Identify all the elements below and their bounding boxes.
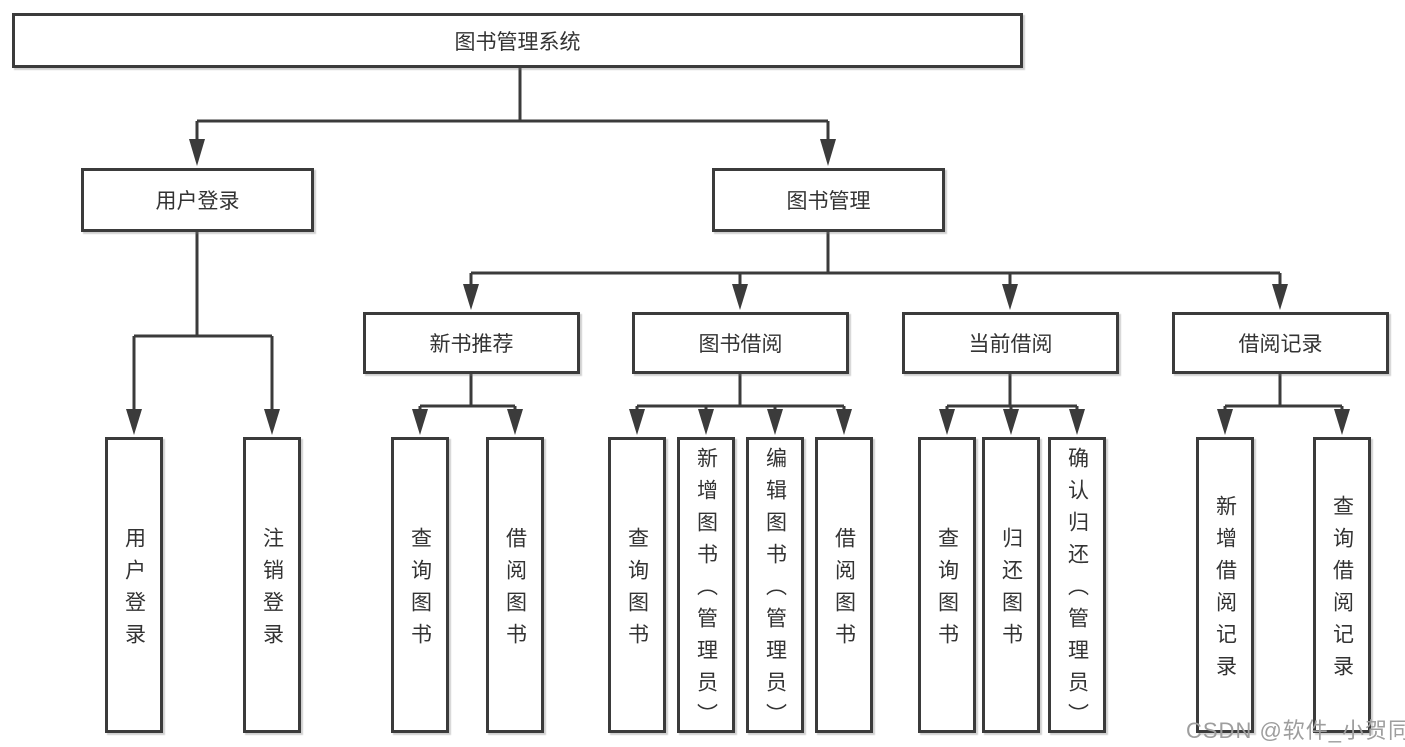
leaf-query-borrow-record: 查询借阅记录: [1313, 437, 1371, 733]
leaf-add-borrow-record: 新增借阅记录: [1196, 437, 1254, 733]
node-label: 图书借阅: [698, 333, 783, 356]
connector-root-to-level2: [195, 68, 830, 142]
leaf-user-login: 用户登录: [105, 437, 163, 733]
arrow-down-icon: [939, 409, 955, 435]
arrow-down-icon: [189, 139, 205, 166]
arrow-down-icon: [1069, 409, 1085, 435]
node-label: 新书推荐: [429, 333, 514, 356]
arrow-down-icon: [820, 139, 836, 166]
node-label: 编辑图书（管理员）: [763, 446, 787, 735]
arrow-down-icon: [698, 409, 714, 435]
node-label: 确认归还（管理员）: [1065, 446, 1089, 735]
node-label: 借阅记录: [1238, 333, 1323, 356]
node-label: 用户登录: [155, 190, 240, 213]
arrow-down-icon: [126, 409, 142, 435]
leaf-borrow-books-newbook: 借阅图书: [486, 437, 544, 733]
leaf-add-books-admin: 新增图书（管理员）: [677, 437, 735, 735]
csdn-watermark: CSDN @软件_小贺同学: [1186, 718, 1405, 743]
arrow-down-icon: [629, 409, 645, 435]
node-label: 归还图书: [999, 526, 1023, 655]
node-label: 借阅图书: [832, 526, 856, 655]
node-label: 用户登录: [122, 526, 146, 655]
arrow-down-icon: [412, 409, 428, 435]
node-label: 当前借阅: [968, 333, 1053, 356]
node-label: 图书管理系统: [454, 30, 581, 54]
connector-currentborrow-to-leaves: [945, 374, 1079, 412]
leaf-logout: 注销登录: [243, 437, 301, 733]
node-book-borrowing: 图书借阅: [632, 312, 849, 374]
leaf-confirm-return-admin: 确认归还（管理员）: [1048, 437, 1106, 735]
connector-borrowrecord-to-leaves: [1223, 374, 1344, 412]
leaf-edit-books-admin: 编辑图书（管理员）: [746, 437, 804, 735]
leaf-return-books: 归还图书: [982, 437, 1040, 733]
leaf-query-books-borrow: 查询图书: [608, 437, 666, 733]
node-user-login: 用户登录: [81, 168, 314, 232]
arrow-down-icon: [767, 409, 783, 435]
node-label: 查询图书: [625, 526, 649, 655]
connector-userlogin-to-leaves: [132, 232, 274, 412]
leaf-query-books-current: 查询图书: [918, 437, 976, 733]
node-label: 新增借阅记录: [1213, 494, 1237, 687]
leaf-query-books-newbook: 查询图书: [391, 437, 449, 733]
arrow-down-icon: [732, 284, 748, 310]
node-borrowing-records: 借阅记录: [1172, 312, 1389, 374]
arrow-down-icon: [836, 409, 852, 435]
node-label: 查询图书: [408, 526, 432, 655]
arrow-down-icon: [264, 409, 280, 435]
arrow-down-icon: [507, 409, 523, 435]
connector-bookborrow-to-leaves: [635, 374, 846, 412]
node-current-borrowing: 当前借阅: [902, 312, 1119, 374]
arrowheads: [126, 139, 1350, 435]
node-book-management: 图书管理: [712, 168, 945, 232]
leaf-borrow-books: 借阅图书: [815, 437, 873, 733]
node-new-book-recommend: 新书推荐: [363, 312, 580, 374]
connector-bookmgmt-to-level3: [469, 232, 1282, 287]
arrow-down-icon: [1217, 409, 1233, 435]
arrow-down-icon: [463, 284, 479, 310]
node-root-system: 图书管理系统: [12, 13, 1023, 68]
arrow-down-icon: [1334, 409, 1350, 435]
arrow-down-icon: [1002, 284, 1018, 310]
arrow-down-icon: [1272, 284, 1288, 310]
arrow-down-icon: [1003, 409, 1019, 435]
node-label: 图书管理: [786, 190, 871, 213]
node-label: 查询图书: [935, 526, 959, 655]
node-label: 新增图书（管理员）: [694, 446, 718, 735]
node-label: 注销登录: [260, 526, 284, 655]
connector-newbook-to-leaves: [418, 374, 517, 412]
node-label: 查询借阅记录: [1330, 494, 1354, 687]
node-label: 借阅图书: [503, 526, 527, 655]
